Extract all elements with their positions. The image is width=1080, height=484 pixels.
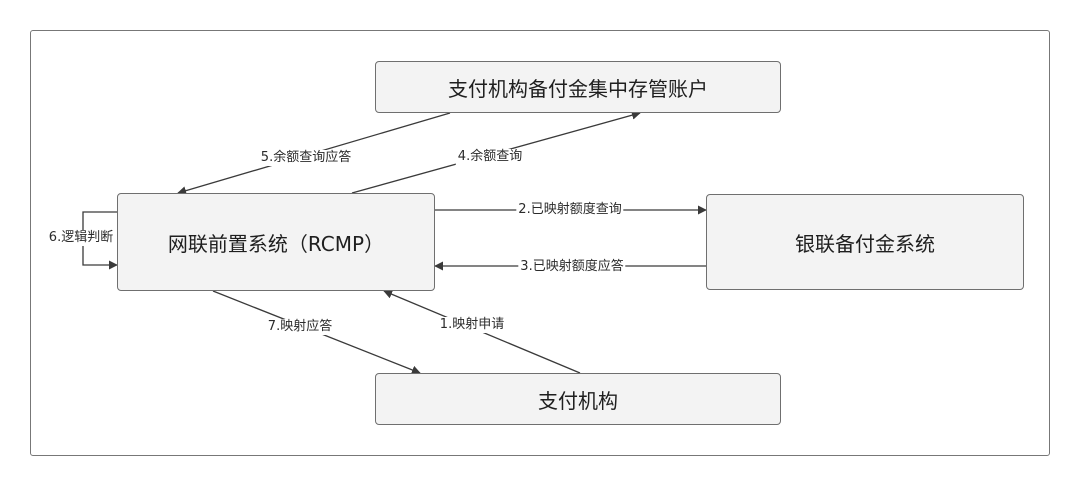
edge-2-label: 2.已映射额度查询 [516, 202, 624, 218]
node-cup-reserve-system: 银联备付金系统 [706, 194, 1024, 290]
node-rcmp: 网联前置系统（RCMP） [117, 193, 435, 291]
node-payment-institution-label: 支付机构 [538, 388, 618, 413]
node-custody-account-label: 支付机构备付金集中存管账户 [448, 76, 708, 101]
node-payment-institution: 支付机构 [375, 373, 781, 425]
edge-1-label: 1.映射申请 [437, 317, 507, 333]
edge-6-label: 6.逻辑判断 [46, 230, 116, 246]
edge-3-label: 3.已映射额度应答 [518, 259, 626, 275]
edge-5-label: 5.余额查询应答 [258, 150, 354, 166]
edge-4-label: 4.余额查询 [455, 149, 525, 165]
edge-7-label: 7.映射应答 [265, 319, 335, 335]
node-cup-reserve-system-label: 银联备付金系统 [795, 231, 935, 256]
node-custody-account: 支付机构备付金集中存管账户 [375, 61, 781, 113]
node-rcmp-label: 网联前置系统（RCMP） [167, 231, 385, 256]
